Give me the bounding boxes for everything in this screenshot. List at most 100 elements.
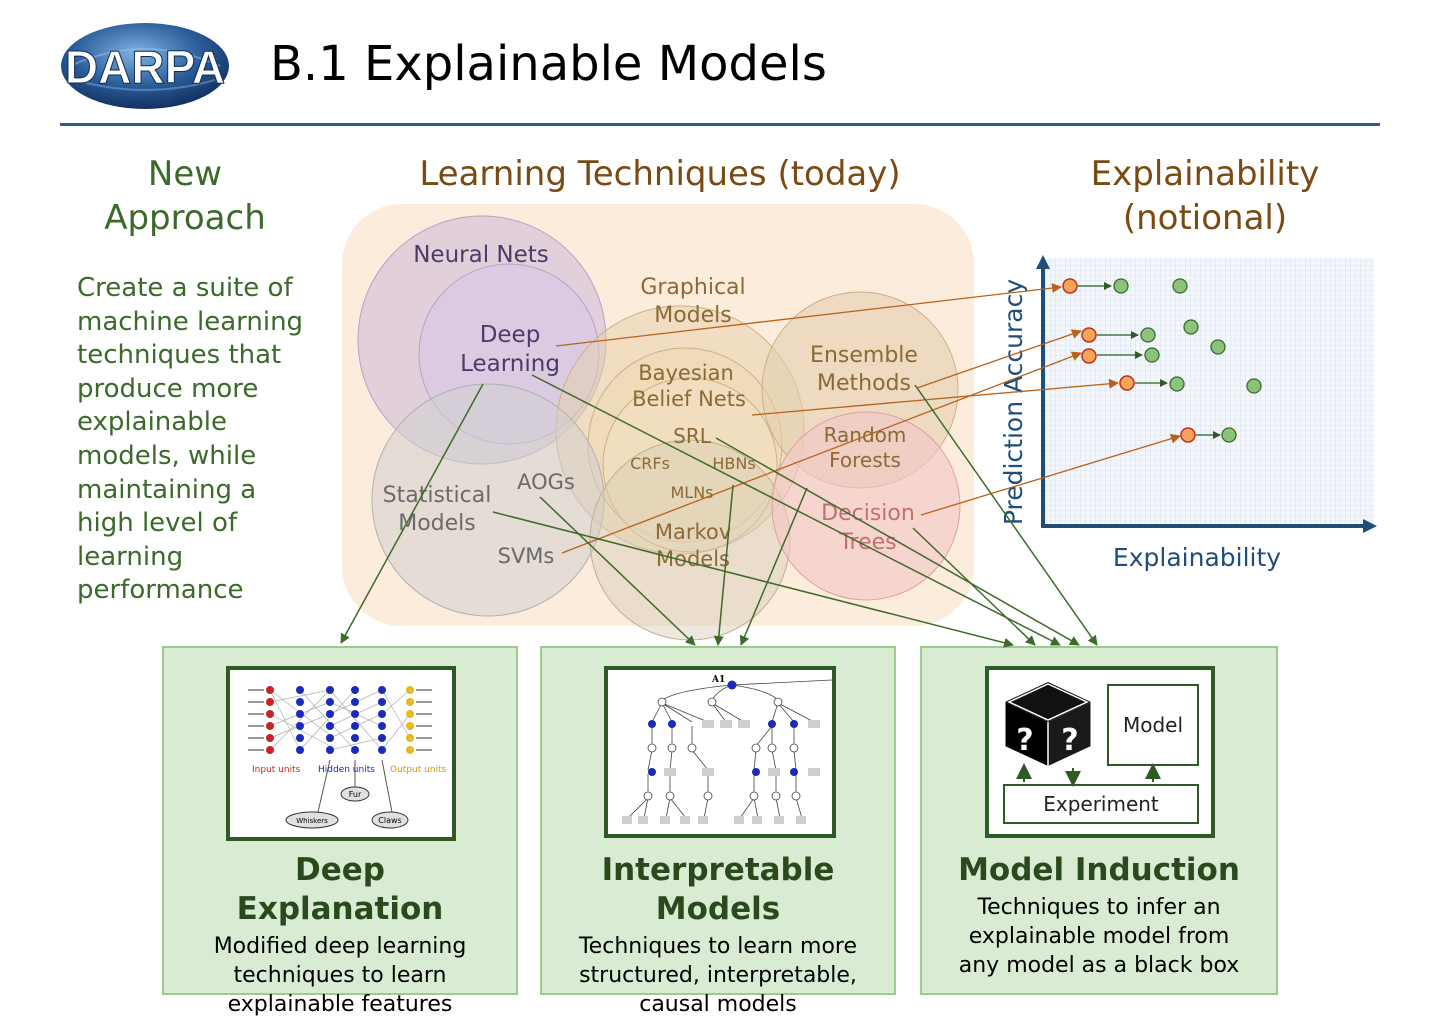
graphical-models-label-1: Graphical — [640, 275, 745, 300]
deep-explanation-description: Modified deep learning techniques to lea… — [164, 932, 516, 1019]
statistical-models-label-2: Models — [398, 511, 476, 536]
markov-models-label-1: Markov — [655, 520, 731, 544]
description-line: Techniques to infer an — [977, 895, 1221, 920]
description-line: produce more — [77, 373, 259, 404]
question-mark-left: ? — [1016, 723, 1033, 758]
chart-point-green — [1172, 278, 1188, 294]
decision-trees-label-1: Decision — [821, 501, 915, 526]
markov-to-interpretable-arrow — [713, 484, 734, 646]
neural-nets-label: Neural Nets — [413, 242, 549, 268]
model-induction-title: Model Induction — [958, 852, 1240, 888]
description-line: techniques that — [77, 340, 282, 371]
title-line: Explanation — [236, 891, 444, 927]
svms-label: SVMs — [498, 544, 555, 568]
srl-circle — [602, 377, 778, 553]
output-units-label: Output units — [390, 765, 447, 775]
ensemble-label-2: Methods — [817, 371, 911, 396]
tree-root-label: A1 — [711, 675, 725, 685]
title-line: Deep — [295, 852, 385, 888]
x-axis-label: Explainability — [1113, 543, 1281, 572]
aogs-label: AOGs — [517, 470, 575, 494]
hidden-units-label: Hidden units — [318, 765, 375, 775]
description-line: models, while — [77, 440, 257, 471]
chart-point-current — [1180, 427, 1196, 443]
explainability-heading: Explainability (notional) — [1060, 152, 1350, 240]
heading-line: New — [147, 154, 223, 194]
learning-techniques-heading: Learning Techniques (today) — [419, 154, 901, 194]
srl-to-induction-arrow — [715, 437, 1080, 646]
ensemble-to-induction-arrow — [914, 384, 1098, 646]
chart-point-green — [1169, 376, 1185, 392]
description-line: Create a suite of — [77, 273, 293, 303]
heading-line: (notional) — [1122, 198, 1288, 238]
fur-label: Fur — [349, 790, 362, 799]
interpretable-models-box: A1 — [540, 646, 896, 1017]
interpretable-models-title: Interpretable Models — [542, 851, 894, 929]
chart-point-green — [1113, 278, 1129, 294]
new-approach-heading: New Approach — [85, 152, 285, 240]
and-or-tree-diagram: A1 — [622, 675, 833, 824]
neural-network-figure: Input units Hidden units Output units Fu… — [226, 666, 456, 841]
header-divider — [60, 123, 1380, 126]
ensemble-to-chart-arrow — [916, 329, 1082, 389]
whiskers-label: Whiskers — [296, 817, 328, 825]
srl-label: SRL — [673, 424, 712, 448]
random-forests-label-1: Random — [824, 423, 907, 447]
title-line: Models — [655, 891, 781, 927]
model-induction-box: ? ? Model Experiment Model Induction Tec… — [920, 646, 1278, 995]
chart-point-green — [1210, 339, 1226, 355]
darpa-logo: DARPA — [61, 23, 229, 109]
claws-label: Claws — [378, 816, 401, 825]
bayesian-to-chart-arrow — [751, 378, 1119, 416]
interpretable-models-description: Techniques to learn more structured, int… — [542, 932, 894, 1019]
description-line: explainable — [77, 407, 227, 438]
description-line: structured, interpretable, — [579, 963, 857, 988]
statistical-models-label-1: Statistical — [383, 483, 492, 508]
deep-learning-label-2: Learning — [460, 351, 560, 377]
chart-point-green — [1221, 427, 1237, 443]
experiment-box: Experiment — [1003, 784, 1199, 824]
chart-point-green — [1246, 378, 1262, 394]
model-induction-figure: ? ? Model Experiment — [985, 666, 1215, 838]
random-forests-label-2: Forests — [829, 448, 901, 472]
description-line: performance — [77, 575, 244, 606]
chart-point-current — [1081, 348, 1097, 364]
ensemble-label-1: Ensemble — [810, 343, 918, 368]
bayesian-label-2: Belief Nets — [632, 387, 746, 411]
model-induction-description: Techniques to infer an explainable model… — [922, 893, 1276, 980]
bayesian-label-1: Bayesian — [638, 361, 734, 385]
description-line: any model as a black box — [958, 953, 1240, 978]
y-axis-label: Prediction Accuracy — [999, 279, 1028, 525]
description-line: explainable model from — [968, 924, 1230, 949]
black-box-cube-icon: ? ? — [1004, 682, 1092, 766]
model-box: Model — [1107, 684, 1199, 766]
statistical-models-circle — [371, 383, 605, 617]
and-or-graph-figure: A1 — [604, 666, 836, 838]
graphical-models-label-2: Models — [654, 303, 732, 328]
markov-models-label-2: Models — [656, 547, 730, 571]
chart-point-green — [1144, 347, 1160, 363]
decision-trees-to-induction-arrow — [912, 527, 1036, 646]
hbns-label: HBNs — [712, 454, 755, 473]
deep-learning-to-deep-explanation-arrow — [340, 383, 484, 644]
deep-learning-to-chart-arrow — [555, 283, 1062, 347]
decision-trees-circle — [771, 411, 961, 601]
description-line: maintaining a — [77, 474, 257, 505]
description-line: high level of — [77, 508, 238, 539]
description-line: explainable features — [227, 992, 453, 1017]
deep-explanation-box: Input units Hidden units Output units Fu… — [162, 646, 518, 1017]
description-line: causal models — [639, 992, 797, 1017]
aogs-to-interpretable-arrow — [539, 496, 696, 646]
statistical-to-induction-arrow — [492, 511, 1014, 648]
decision-trees-label-2: Trees — [838, 530, 896, 555]
heading-line: Explainability — [1090, 154, 1320, 194]
decision-trees-to-chart-arrow — [920, 433, 1181, 516]
page-title: B.1 Explainable Models — [270, 36, 827, 92]
darpa-logo-text: DARPA — [65, 41, 225, 93]
svms-to-chart-arrow — [561, 351, 1082, 554]
deep-learning-to-induction-arrow — [531, 374, 1061, 646]
feedback-arrows — [1016, 763, 1161, 787]
chart-point-current — [1062, 278, 1078, 294]
description-line: machine learning — [77, 306, 304, 337]
